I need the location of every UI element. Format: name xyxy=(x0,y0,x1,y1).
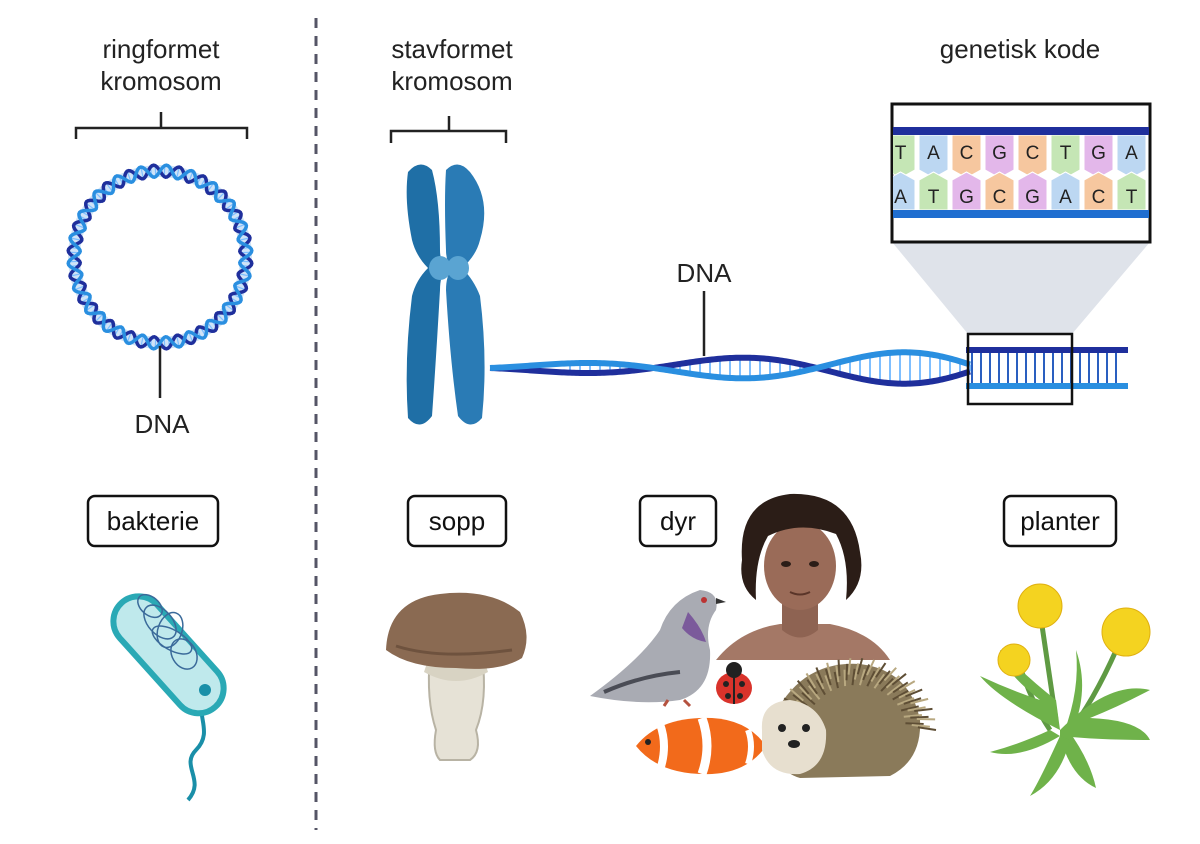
fungi-label-box: sopp xyxy=(406,494,508,548)
dna-left-label: DNA xyxy=(135,409,191,439)
zoom-funnel xyxy=(892,242,1150,334)
ring-chromosome-bracket xyxy=(74,112,249,139)
ring-chromosome-label-line1: ringformet xyxy=(102,34,220,64)
genetic-code-label: genetisk kode xyxy=(940,34,1100,64)
bottom-base-letter-4: G xyxy=(1025,187,1040,208)
top-base-letter-5: T xyxy=(1060,143,1072,164)
bacteria-label-box: bakterie xyxy=(86,494,220,548)
bottom-base-letter-1: T xyxy=(928,187,940,208)
mushroom-illustration xyxy=(386,592,527,761)
bottom-base-letter-3: C xyxy=(993,187,1007,208)
plants-label: planter xyxy=(1020,506,1100,536)
plants-label-box: planter xyxy=(1002,494,1118,548)
bottom-base-letter-0: A xyxy=(894,187,907,208)
bottom-base-letter-2: G xyxy=(959,187,974,208)
top-base-letter-4: C xyxy=(1026,143,1040,164)
top-base-letter-1: A xyxy=(927,143,940,164)
top-base-letter-3: G xyxy=(992,143,1007,164)
bacteria-label: bakterie xyxy=(107,506,200,536)
dandelion-illustration xyxy=(980,583,1151,796)
fungi-label: sopp xyxy=(429,506,485,536)
top-base-letter-0: T xyxy=(895,143,907,164)
top-base-letter-6: G xyxy=(1091,143,1106,164)
zoom-region-box xyxy=(966,332,1074,406)
chromosome-shape xyxy=(406,164,485,425)
animals-label-box: dyr xyxy=(638,494,718,548)
bottom-base-letter-7: T xyxy=(1126,187,1138,208)
linear-dna-helix xyxy=(489,347,1128,389)
top-base-letter-2: C xyxy=(960,143,974,164)
bacterium-illustration xyxy=(110,593,227,802)
circular-dna xyxy=(66,163,254,351)
bottom-base-letter-5: A xyxy=(1059,187,1072,208)
rod-chromosome-label-line1: stavformet xyxy=(391,34,513,64)
dna-right-label: DNA xyxy=(677,258,733,288)
rod-chromosome-bracket xyxy=(389,116,508,143)
bottom-base-letter-6: C xyxy=(1092,187,1106,208)
top-base-letter-7: A xyxy=(1125,143,1138,164)
ring-chromosome-label-line2: kromosom xyxy=(100,66,221,96)
animals-label: dyr xyxy=(660,506,696,536)
rod-chromosome-label-line2: kromosom xyxy=(391,66,512,96)
animals-illustration xyxy=(590,493,937,778)
